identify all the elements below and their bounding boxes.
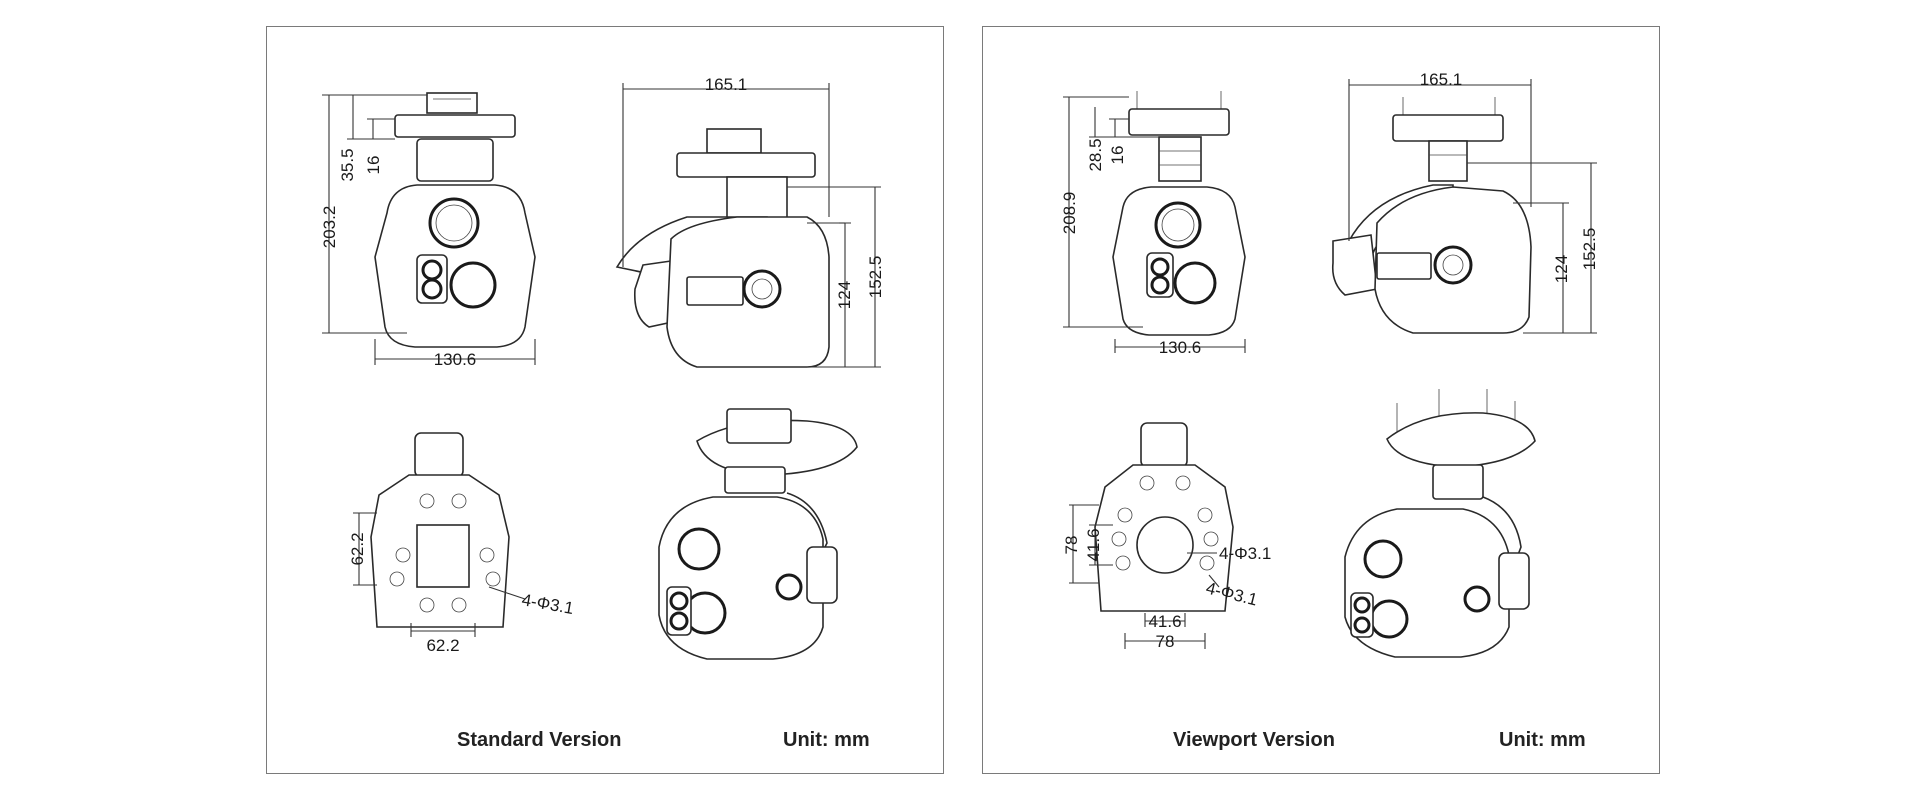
iso-main-lens <box>677 527 721 571</box>
side-connector <box>706 128 762 154</box>
vp-dim-side-width: 165.1 <box>1420 70 1463 89</box>
vp-isometric-view <box>1344 389 1536 658</box>
iso-motor <box>724 466 786 494</box>
yaw-motor <box>416 138 494 182</box>
vp-dim-plate-to-top: 28.5 <box>1086 138 1105 171</box>
vp-main-lens <box>1154 201 1202 249</box>
vp-iso-motor <box>1432 464 1484 500</box>
vp-bottom-view: 78 41.6 41.6 78 4-Φ3.1 4-Φ3.1 <box>1062 422 1271 651</box>
viewport-caption: Viewport Version <box>1173 729 1335 751</box>
isometric-view <box>658 408 858 660</box>
mount-plate <box>394 114 516 138</box>
vp-mount-plate <box>1128 108 1230 136</box>
bottom-mount-square <box>416 524 470 588</box>
vp-dim-ball-height: 124 <box>1552 255 1571 283</box>
dim-side-total-height: 152.5 <box>866 256 885 299</box>
vp-iso-thermal-lens <box>1369 599 1409 639</box>
connector-block <box>426 92 478 114</box>
side-bracket <box>686 276 744 306</box>
iso-roll-motor <box>806 546 838 604</box>
standard-drawing: 203.2 35.5 16 130.6 165.1 124 152.5 <box>320 75 885 660</box>
side-axis <box>742 269 782 309</box>
vp-thermal-lens <box>1173 261 1217 305</box>
bottom-motor <box>414 432 464 478</box>
standard-caption: Standard Version <box>457 729 622 751</box>
dim-side-width: 165.1 <box>705 75 748 94</box>
vp-side-axis <box>1433 245 1473 285</box>
vp-dim-outer-width: 78 <box>1156 632 1175 651</box>
side-view: 165.1 124 152.5 <box>615 75 885 368</box>
vp-dim-total-height: 208.9 <box>1060 192 1079 235</box>
dim-plate-thickness: 16 <box>364 156 383 175</box>
vp-side-plate <box>1392 114 1504 142</box>
viewport-version-panel: 208.9 28.5 16 130.6 165.1 124 152.5 <box>982 26 1660 774</box>
vp-dim-outer-height: 78 <box>1062 536 1081 555</box>
dim-plate-to-top: 35.5 <box>338 148 357 181</box>
vp-bottom-center <box>1136 516 1194 574</box>
vp-roll-motor <box>1331 234 1378 296</box>
vp-bottom-motor <box>1140 422 1188 468</box>
vp-iso-main-lens <box>1363 539 1403 579</box>
vp-dim-inner-width: 41.6 <box>1148 612 1181 631</box>
bottom-view: 62.2 62.2 4-Φ3.1 <box>348 432 575 655</box>
vp-dim-side-total-height: 152.5 <box>1580 228 1599 271</box>
dim-total-height: 203.2 <box>320 206 339 249</box>
vp-damper-motor <box>1158 136 1202 182</box>
vp-dim-hole-spec-a: 4-Φ3.1 <box>1219 544 1271 563</box>
dim-mount-height: 62.2 <box>348 532 367 565</box>
dim-width: 130.6 <box>434 350 477 369</box>
side-motor <box>726 176 788 220</box>
dim-ball-height: 124 <box>835 281 854 309</box>
vp-dim-inner-height: 41.6 <box>1084 528 1103 561</box>
vp-gimbal-ball <box>1112 186 1246 336</box>
side-mount-plate <box>676 152 816 178</box>
vp-dim-plate-thickness: 16 <box>1108 146 1127 165</box>
vp-front-view: 208.9 28.5 16 130.6 <box>1060 91 1246 357</box>
viewport-drawing: 208.9 28.5 16 130.6 165.1 124 152.5 <box>1060 70 1599 658</box>
iso-connector <box>726 408 792 444</box>
front-view: 203.2 35.5 16 130.6 <box>320 92 536 369</box>
dim-hole-spec: 4-Φ3.1 <box>520 590 575 618</box>
vp-dim-width: 130.6 <box>1159 338 1202 357</box>
vp-side-motor <box>1428 140 1468 182</box>
viewport-unit: Unit: mm <box>1499 729 1586 751</box>
dim-mount-width: 62.2 <box>426 636 459 655</box>
thermal-lens <box>449 261 497 309</box>
vp-side-view: 165.1 124 152.5 <box>1331 70 1599 334</box>
main-lens <box>428 197 480 249</box>
vp-iso-plate <box>1386 412 1536 468</box>
standard-unit: Unit: mm <box>783 729 870 751</box>
gimbal-ball <box>374 184 536 348</box>
standard-version-panel: 203.2 35.5 16 130.6 165.1 124 152.5 <box>266 26 944 774</box>
